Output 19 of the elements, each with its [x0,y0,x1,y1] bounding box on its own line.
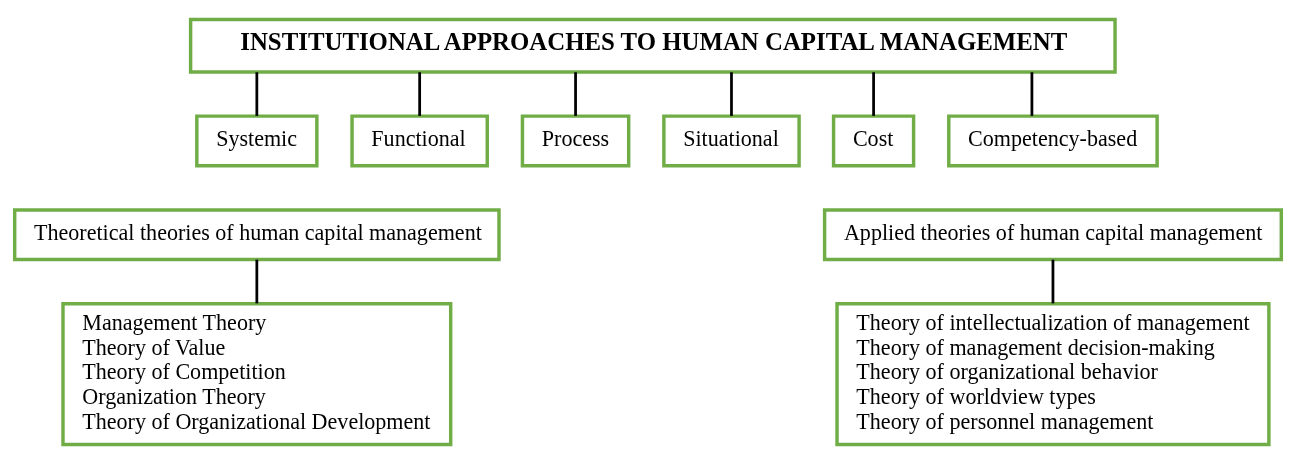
connector [418,71,422,116]
node-box: Applied theories of human capital management [822,207,1284,261]
connector [574,71,577,116]
node-box: Competency-based [947,113,1159,167]
connector [255,71,259,116]
node-box: Theory of intellectualization of management Theory of management decision-making Theory of organizational behavior Theory of worldview types Theory of personnel management [835,301,1271,446]
node-box: Management Theory Theory of Value Theory of Competition Organization Theory Theory of Organizational Development [61,301,453,446]
node-box: INSTITUTIONAL APPROACHES TO HUMAN CAPITAL MANAGEMENT [188,17,1117,74]
node-box: Process [520,113,631,167]
connector [255,259,259,303]
connector [872,71,875,116]
connector [1030,71,1034,116]
node-box: Cost [831,113,916,167]
node-box: Functional [350,113,489,167]
connector [1051,259,1055,303]
node-box: Situational [662,113,801,167]
node-box: Theoretical theories of human capital management [12,207,501,261]
connector [730,71,733,116]
node-box: Systemic [195,113,319,167]
